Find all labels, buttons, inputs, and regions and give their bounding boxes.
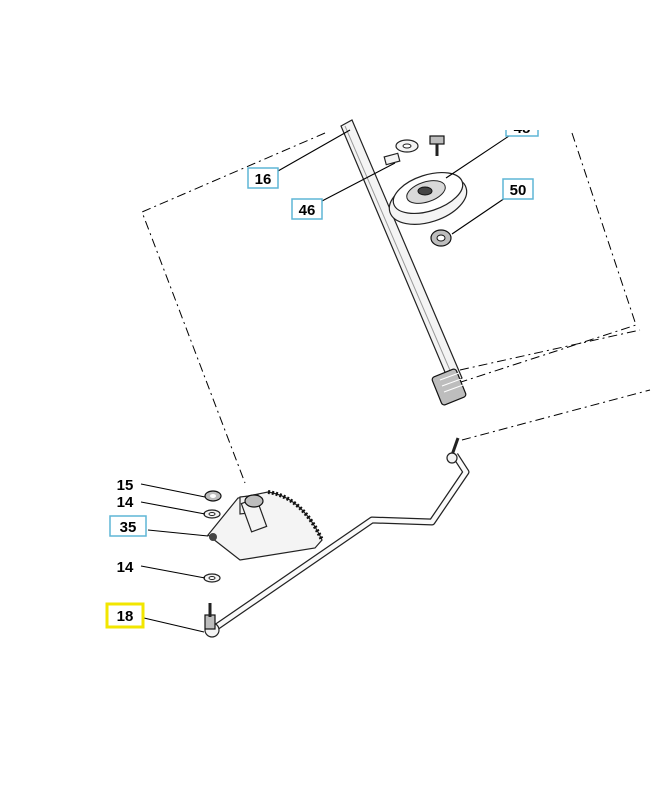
shaft-spline — [431, 368, 467, 406]
callout-14-lower-text: 14 — [117, 559, 134, 576]
drag-link — [204, 437, 470, 638]
callout-14-upper: 14 — [117, 494, 134, 511]
callout-35: 35 — [109, 515, 147, 537]
callout-16-text: 16 — [255, 171, 272, 188]
washer-upper — [383, 139, 419, 166]
steering-shaft — [340, 119, 467, 406]
callout-14-lower: 14 — [117, 559, 134, 576]
callout-46-text: 46 — [299, 202, 316, 219]
callout-46: 46 — [291, 198, 323, 220]
washer-14-lower — [203, 573, 221, 583]
callout-35-text: 35 — [120, 519, 137, 536]
washer-14-upper — [203, 509, 221, 519]
callout-14-upper-text: 14 — [117, 494, 134, 511]
sector-gear — [207, 490, 324, 561]
bolt-top — [429, 135, 445, 156]
callout-18-highlighted: 18 — [105, 602, 145, 629]
boundary-dashdot-lines — [141, 132, 651, 484]
leader-lines — [140, 129, 513, 633]
callout-16: 16 — [247, 167, 279, 189]
top-crop-mask — [500, 110, 546, 130]
callout-50: 50 — [502, 178, 534, 200]
pulley — [388, 171, 468, 225]
nut-15 — [204, 490, 222, 502]
callout-18-text: 18 — [117, 608, 134, 625]
callout-15: 15 — [117, 477, 134, 494]
callout-15-text: 15 — [117, 477, 134, 494]
callout-50-text: 50 — [510, 182, 527, 199]
nut-50 — [430, 229, 452, 247]
